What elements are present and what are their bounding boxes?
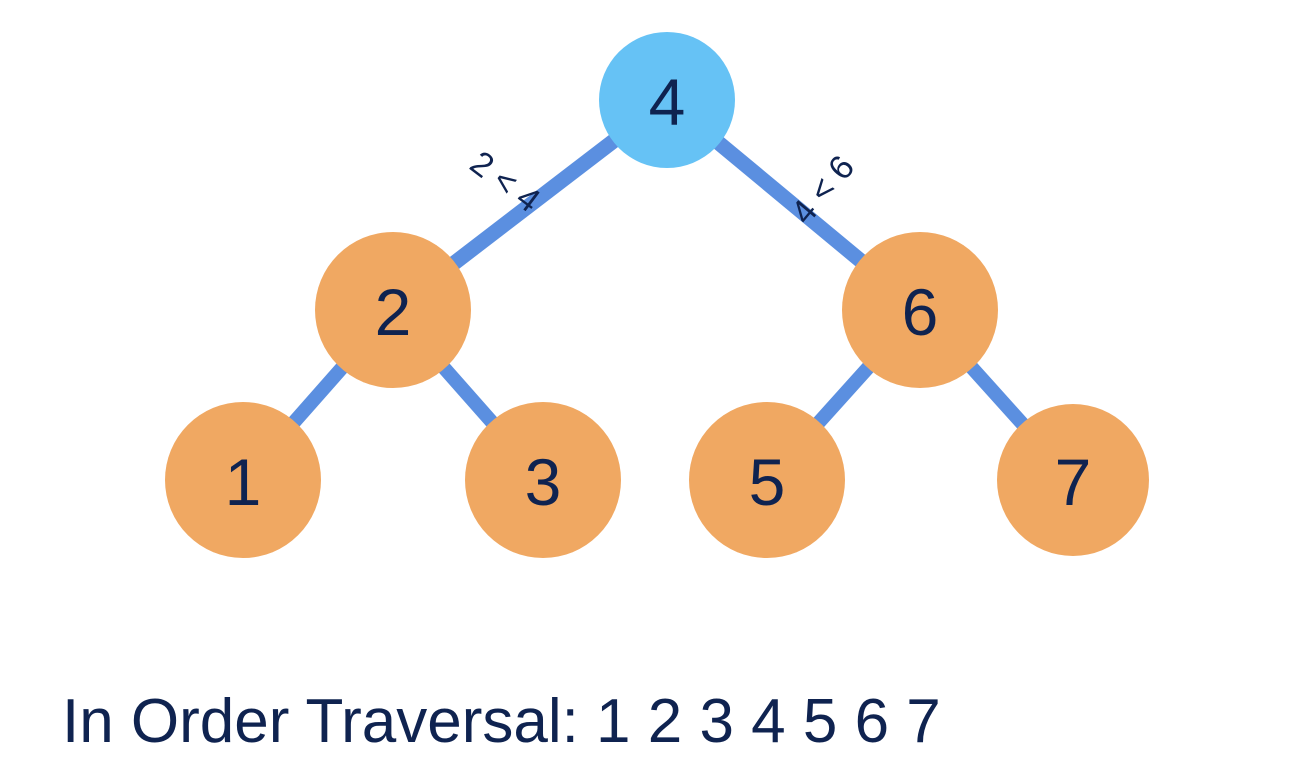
node-value-7: 7 bbox=[1055, 445, 1092, 519]
node-circle-2 bbox=[315, 232, 471, 388]
tree-node-2[interactable]: 2 bbox=[315, 232, 471, 388]
node-circle-5 bbox=[689, 402, 845, 558]
node-value-2: 2 bbox=[375, 275, 412, 349]
tree-node-6[interactable]: 6 bbox=[842, 232, 998, 388]
tree-node-3[interactable]: 3 bbox=[465, 402, 621, 558]
node-value-4: 4 bbox=[649, 65, 686, 139]
tree-nodes-group: 4 2 6 1 3 5 7 bbox=[165, 32, 1149, 558]
node-circle-6 bbox=[842, 232, 998, 388]
node-value-6: 6 bbox=[902, 275, 939, 349]
node-circle-7 bbox=[997, 404, 1149, 556]
node-circle-4 bbox=[599, 32, 735, 168]
edge-label-lbl-4-6: 4 < 6 bbox=[784, 148, 862, 231]
node-value-3: 3 bbox=[525, 445, 562, 519]
tree-node-4[interactable]: 4 bbox=[599, 32, 735, 168]
traversal-caption: In Order Traversal: 1 2 3 4 5 6 7 bbox=[62, 687, 941, 756]
tree-node-7[interactable]: 7 bbox=[997, 404, 1149, 556]
node-circle-3 bbox=[465, 402, 621, 558]
tree-node-1[interactable]: 1 bbox=[165, 402, 321, 558]
node-value-1: 1 bbox=[225, 445, 262, 519]
node-value-5: 5 bbox=[749, 445, 786, 519]
tree-node-5[interactable]: 5 bbox=[689, 402, 845, 558]
node-circle-1 bbox=[165, 402, 321, 558]
caption-group: In Order Traversal: 1 2 3 4 5 6 7 bbox=[62, 687, 941, 756]
